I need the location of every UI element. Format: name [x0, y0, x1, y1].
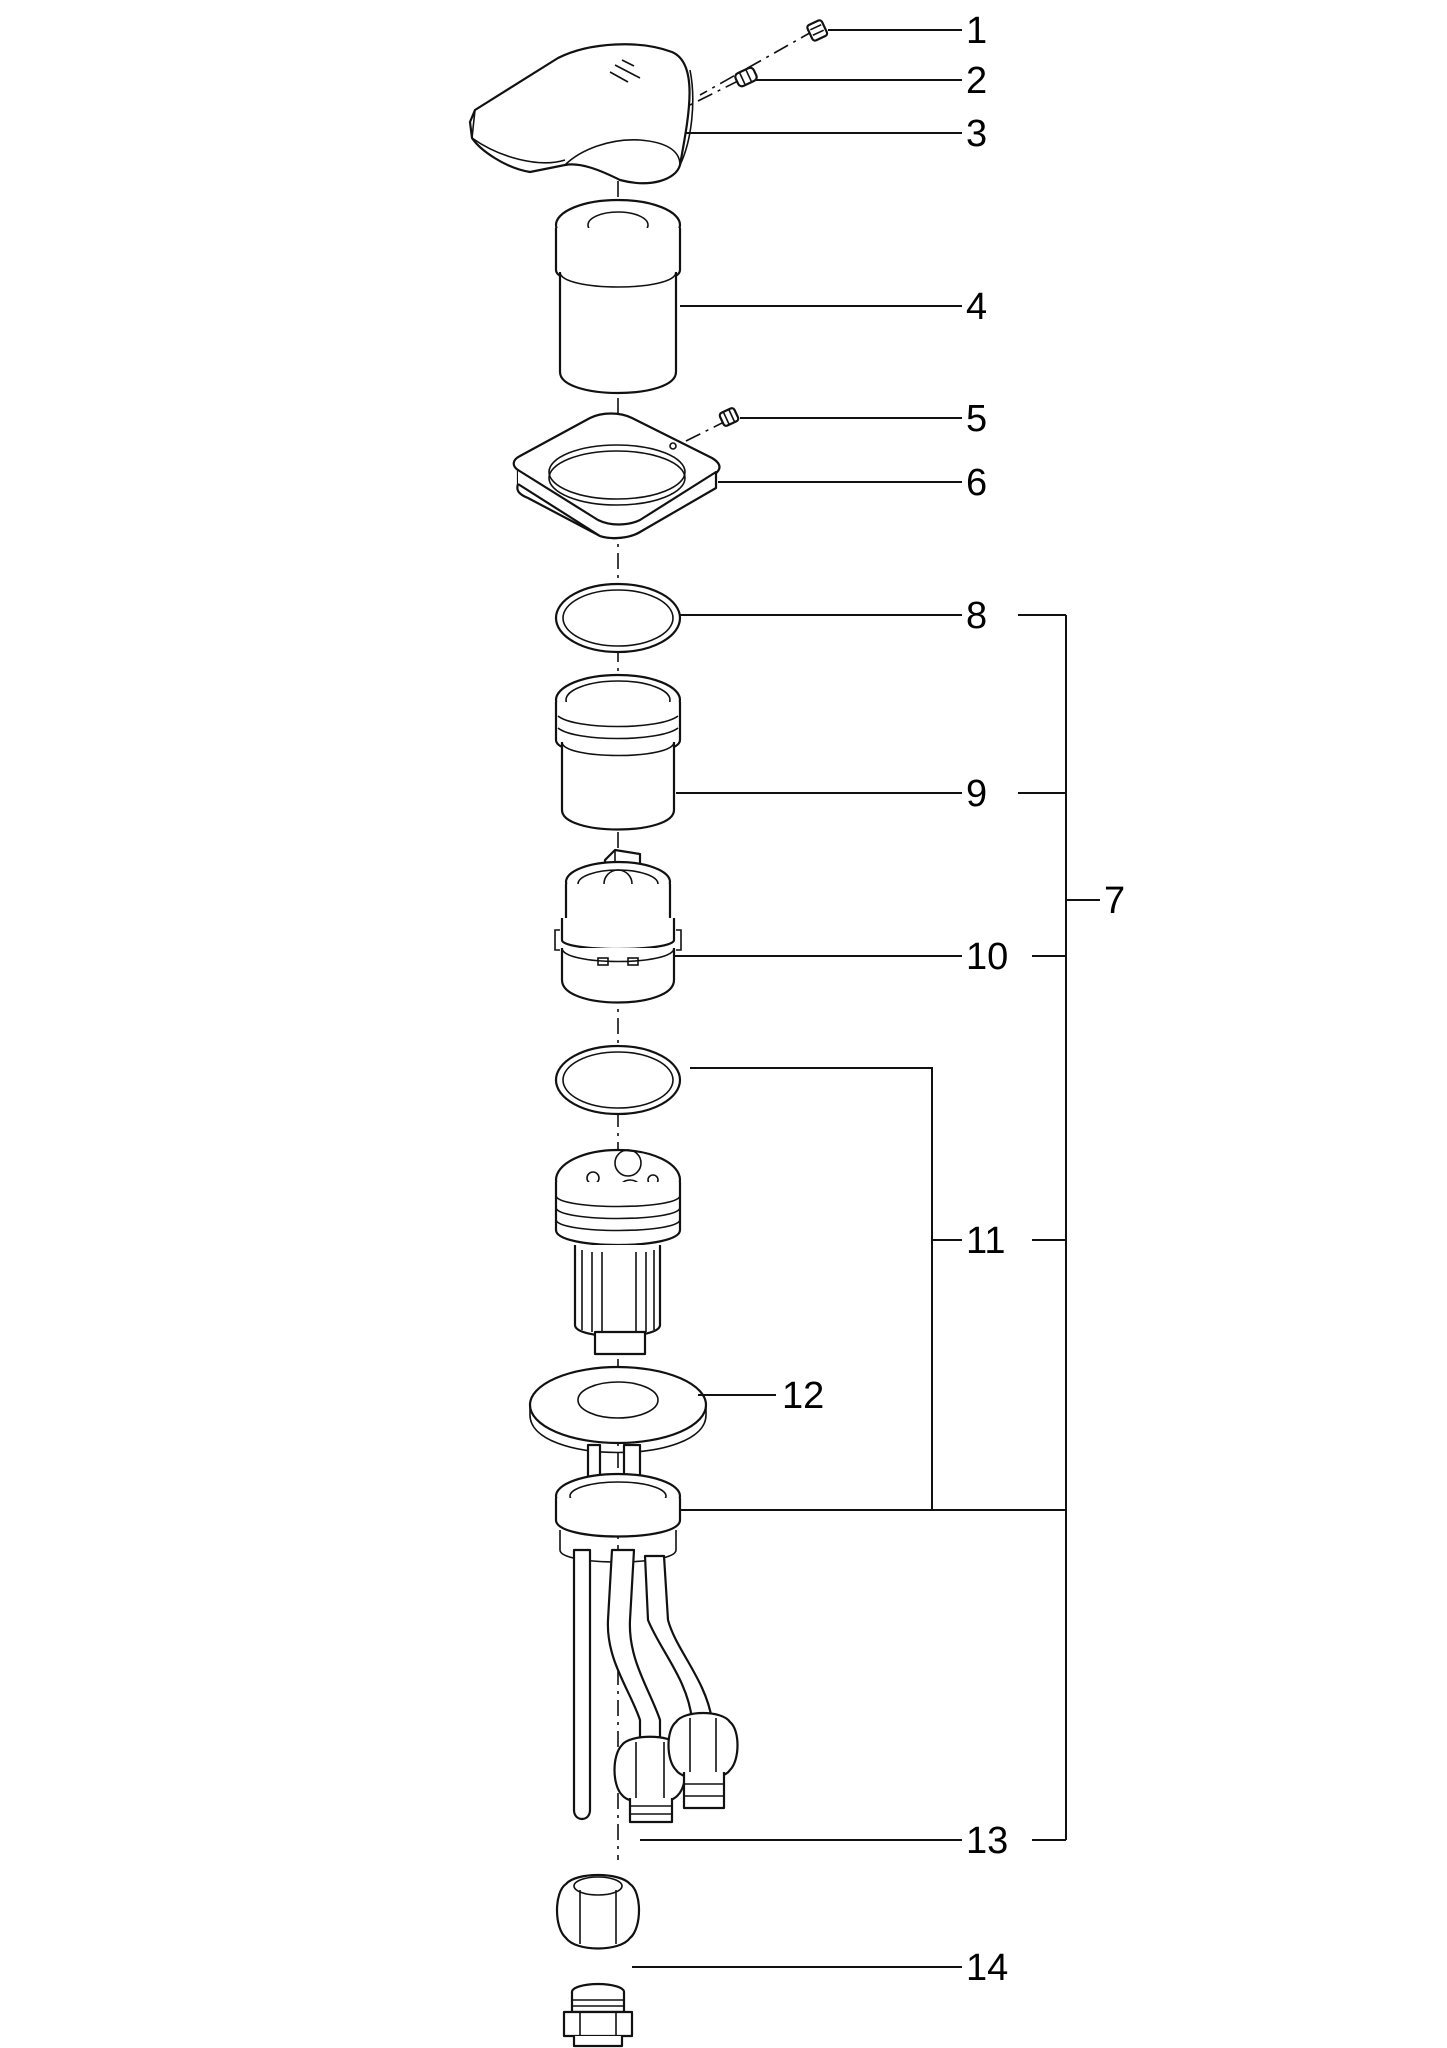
part-2-set-screw — [734, 66, 758, 88]
part-6-rosette-plate — [512, 412, 721, 540]
part-11-o-ring — [554, 1044, 682, 1116]
callout-13: 13 — [966, 1820, 1008, 1862]
part-9-threaded-sleeve — [554, 673, 682, 831]
callout-10: 10 — [966, 936, 1008, 978]
part-8-o-ring — [554, 582, 682, 654]
callout-5: 5 — [966, 398, 987, 440]
part-12-washer — [528, 1365, 708, 1454]
part-3-lever-handle — [468, 43, 694, 185]
brand-logo-mark — [609, 59, 641, 83]
part-14-nipple — [562, 1982, 634, 2048]
callout-4: 4 — [966, 286, 987, 328]
part-4-cover-cylinder — [554, 198, 682, 395]
part-10-cartridge — [554, 848, 682, 1004]
part-5-screw — [718, 407, 740, 427]
callout-14: 14 — [966, 1947, 1008, 1989]
callout-9: 9 — [966, 773, 987, 815]
callout-7: 7 — [1104, 880, 1125, 922]
callout-8: 8 — [966, 595, 987, 637]
callout-2: 2 — [966, 60, 987, 102]
callout-labels: 1 2 3 4 5 6 7 8 9 10 11 12 13 14 — [782, 10, 1125, 1989]
callout-12: 12 — [782, 1375, 824, 1417]
part-13-supply-pipes — [554, 1443, 739, 1950]
callout-3: 3 — [966, 113, 987, 155]
callout-6: 6 — [966, 462, 987, 504]
callout-1: 1 — [966, 10, 987, 52]
part-1-screw — [806, 19, 829, 42]
callout-11: 11 — [966, 1220, 1005, 1262]
leader-lines — [632, 29, 1100, 1968]
part-11-valve-body — [554, 1148, 682, 1356]
